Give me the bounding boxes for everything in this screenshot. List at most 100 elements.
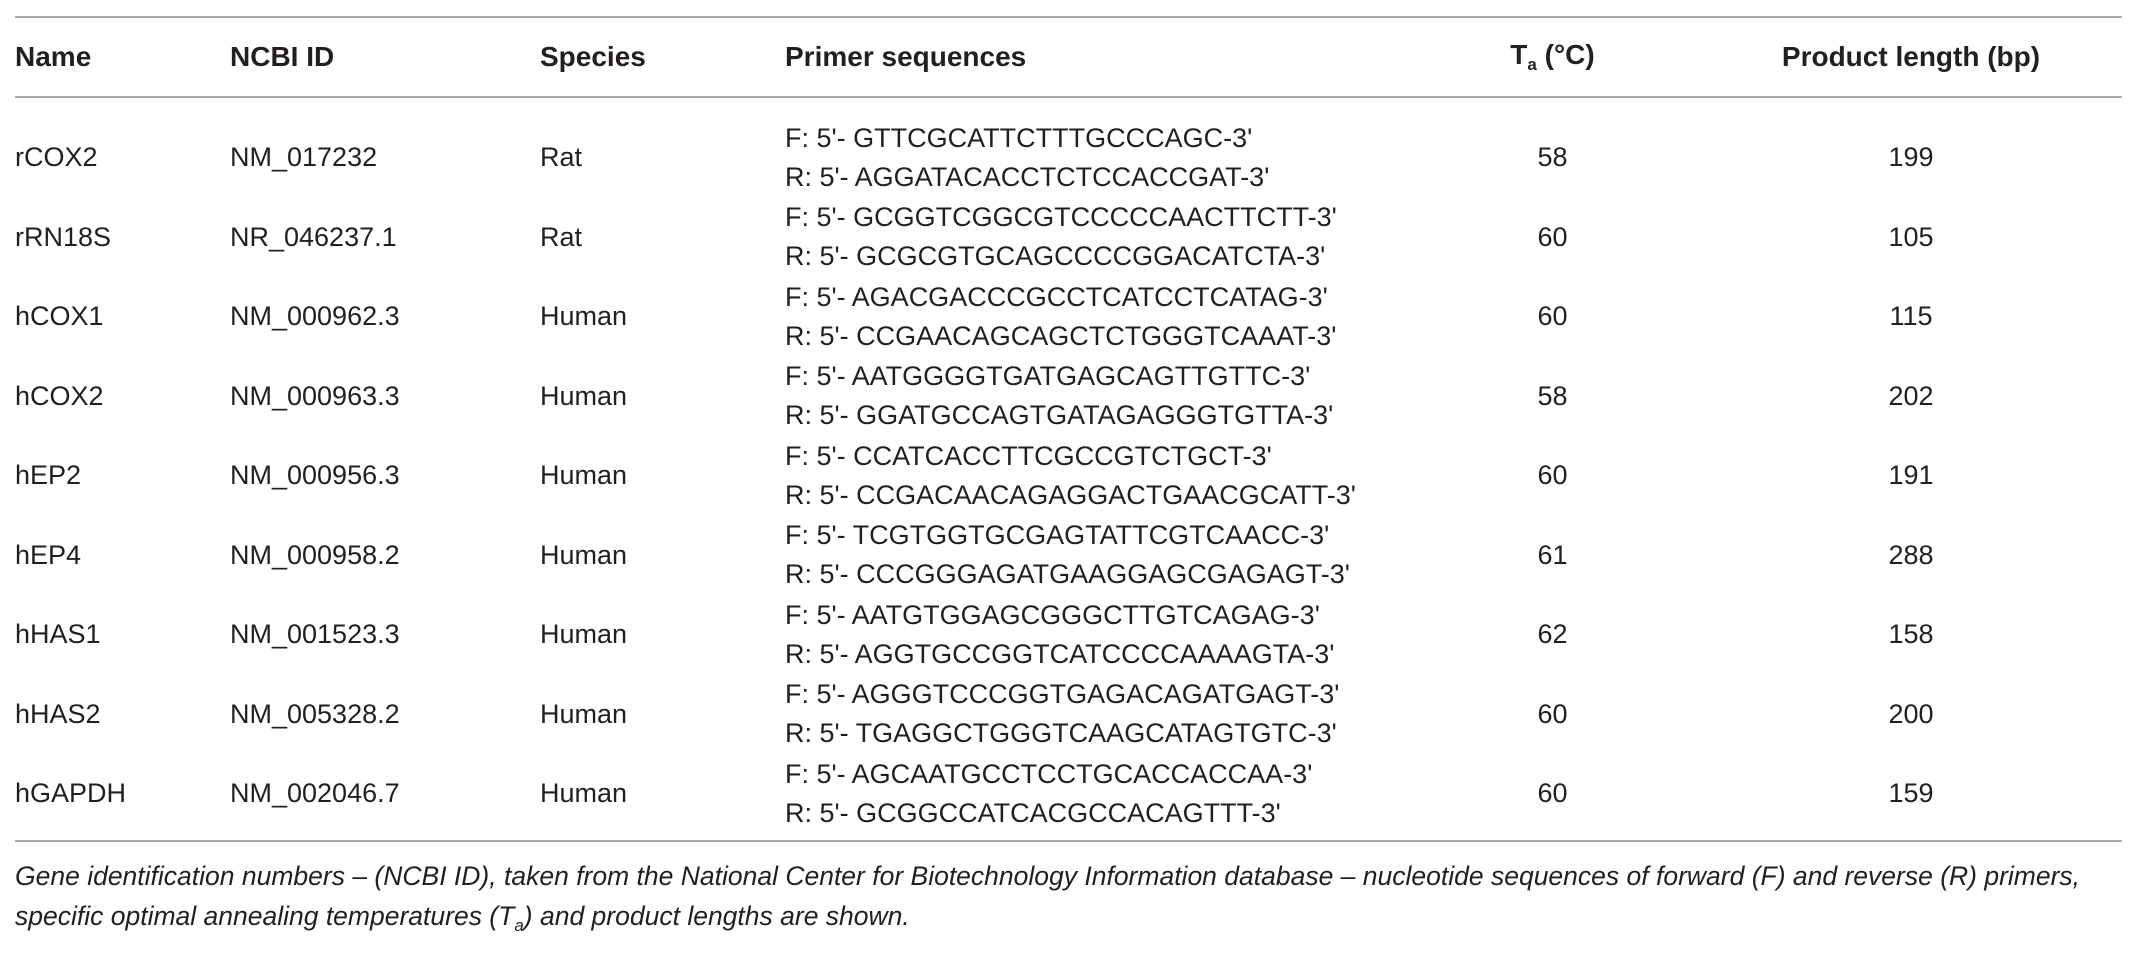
reverse-primer: R: 5'- GCGGCCATCACGCCACAGTTT-3' <box>785 797 1281 828</box>
cell-species: Human <box>540 460 628 491</box>
header-primer-sequences: Primer sequences <box>785 41 1027 72</box>
cell-annealing-temp: 60 <box>1537 301 1568 332</box>
header-name: Name <box>15 41 92 72</box>
table-header: Name NCBI ID Species Primer sequences Ta… <box>15 17 2122 97</box>
cell-name: hEP2 <box>15 460 82 491</box>
cell-product-length: 288 <box>1888 539 1934 570</box>
cell-name: rCOX2 <box>15 142 98 173</box>
forward-primer: F: 5'- AGGGTCCCGGTGAGACAGATGAGT-3' <box>785 679 1340 710</box>
cell-ncbi-id: NM_005328.2 <box>230 698 400 729</box>
cell-primers: F: 5'- AATGGGGTGATGAGCAGTTGTTC-3'R: 5'- … <box>785 357 1405 437</box>
cell-product-length: 200 <box>1888 698 1934 729</box>
reverse-primer: R: 5'- GCGCGTGCAGCCCCGGACATCTA-3' <box>785 241 1326 272</box>
footnote-line-1: Gene identification numbers – (NCBI ID),… <box>15 860 2081 891</box>
header-product-length: Product length (bp) <box>1781 41 2041 72</box>
cell-species: Rat <box>540 142 583 173</box>
table-row: hHAS1 NM_001523.3 Human F: 5'- AATGTGGAGCGG… <box>15 595 2122 675</box>
table-row: hCOX1 NM_000962.3 Human F: 5'- AGACGACCCGCC… <box>15 277 2122 357</box>
cell-primers: F: 5'- CCATCACCTTCGCCGTCTGCT-3' R: 5'- CC… <box>785 436 1405 516</box>
cell-annealing-temp: 61 <box>1537 539 1568 570</box>
header-row: Name NCBI ID Species Primer sequences Ta… <box>15 17 2122 97</box>
primer-table-container: Name NCBI ID Species Primer sequences Ta… <box>15 16 2122 946</box>
cell-annealing-temp: 58 <box>1537 380 1568 411</box>
header-ncbi-id: NCBI ID <box>230 41 335 72</box>
cell-species: Human <box>540 380 628 411</box>
cell-ncbi-id: NR_046237.1 <box>230 221 397 252</box>
cell-primers: F: 5'- AGACGACCCGCCTCATCCTCATAG-3' R: 5'-… <box>785 277 1405 357</box>
cell-species: Human <box>540 619 628 650</box>
cell-ncbi-id: NM_000963.3 <box>230 380 400 411</box>
cell-ncbi-id: NM_001523.3 <box>230 619 400 650</box>
cell-product-length: 199 <box>1888 142 1934 173</box>
cell-ncbi-id: NM_000958.2 <box>230 539 400 570</box>
header-ta-sub: a <box>1527 55 1537 74</box>
spacer-row <box>15 97 2122 118</box>
reverse-primer: R: 5'- CCGAACAGCAGCTCTGGGTCAAAT-3' <box>785 320 1337 351</box>
cell-primers: F: 5'- GCGGTCGGCGTCCCCCAACTTCTT-3' R: 5'-… <box>785 198 1405 278</box>
reverse-primer: R: 5'- CCCGGGAGATGAAGGAGCGAGAGT-3' <box>785 559 1350 590</box>
cell-annealing-temp: 60 <box>1537 460 1568 491</box>
cell-primers: F: 5'- GTTCGCATTCTTTGCCCAGC-3' R: 5'- AGG… <box>785 118 1405 198</box>
forward-primer: F: 5'- AGACGACCCGCCTCATCCTCATAG-3' <box>785 281 1328 312</box>
table-footnote: Gene identification numbers – (NCBI ID),… <box>15 856 2115 946</box>
cell-primers: F: 5'- TCGTGGTGCGAGTATTCGTCAACC-3'R: 5'-… <box>785 516 1405 596</box>
cell-product-length: 159 <box>1888 778 1934 809</box>
cell-name: hCOX1 <box>15 301 104 332</box>
cell-name: rRN18S <box>15 221 112 252</box>
cell-product-length: 158 <box>1888 619 1934 650</box>
footnote-line-2-post: ) and product lengths are shown. <box>523 900 910 931</box>
cell-annealing-temp: 60 <box>1537 221 1568 252</box>
cell-ncbi-id: NM_000962.3 <box>230 301 400 332</box>
reverse-primer: R: 5'- AGGTGCCGGTCATCCCCAAAAGTA-3' <box>785 638 1335 669</box>
cell-ncbi-id: NM_017232 <box>230 142 378 173</box>
forward-primer: F: 5'- GTTCGCATTCTTTGCCCAGC-3' <box>785 122 1253 153</box>
cell-product-length: 202 <box>1888 380 1934 411</box>
cell-species: Human <box>540 539 628 570</box>
forward-primer: F: 5'- AATGTGGAGCGGGCTTGTCAGAG-3' <box>785 599 1320 630</box>
cell-name: hHAS2 <box>15 698 101 729</box>
table-row: hEP4 NM_000958.2 Human F: 5'- TCGTGGTGCGAGT… <box>15 516 2122 596</box>
cell-name: hCOX2 <box>15 380 104 411</box>
reverse-primer: R: 5'- GGATGCCAGTGATAGAGGGTGTTA-3' <box>785 400 1334 431</box>
cell-name: hGAPDH <box>15 778 127 809</box>
forward-primer: F: 5'- GCGGTCGGCGTCCCCCAACTTCTT-3' <box>785 202 1337 233</box>
header-ta-unit: (°C) <box>1536 39 1595 70</box>
footnote-line-2-sub: a <box>514 915 524 935</box>
cell-ncbi-id: NM_000956.3 <box>230 460 400 491</box>
table-row: hGAPDH NM_002046.7 Human F: 5'- AGCAATGCCTC… <box>15 754 2122 840</box>
table-row: hEP2 NM_000956.3 Human F: 5'- CCATCACCTTCGC… <box>15 436 2122 516</box>
forward-primer: F: 5'- AGCAATGCCTCCTGCACCACCAA-3' <box>785 758 1313 789</box>
footnote-line-2-pre: specific optimal annealing temperatures … <box>15 900 515 931</box>
reverse-primer: R: 5'- TGAGGCTGGGTCAAGCATAGTGTC-3' <box>785 718 1337 749</box>
footnote-line-2: specific optimal annealing temperatures … <box>15 896 2115 946</box>
primer-table: Name NCBI ID Species Primer sequences Ta… <box>15 16 2122 840</box>
table-row: rRN18S NR_046237.1 Rat F: 5'- GCGGTCGGCGTCC… <box>15 198 2122 278</box>
forward-primer: F: 5'- CCATCACCTTCGCCGTCTGCT-3' <box>785 440 1272 471</box>
cell-ncbi-id: NM_002046.7 <box>230 778 400 809</box>
reverse-primer: R: 5'- CCGACAACAGAGGACTGAACGCATT-3' <box>785 479 1356 510</box>
cell-name: hHAS1 <box>15 619 101 650</box>
cell-species: Human <box>540 778 628 809</box>
reverse-primer: R: 5'- AGGATACACCTCTCCACCGAT-3' <box>785 161 1270 192</box>
cell-product-length: 191 <box>1888 460 1934 491</box>
cell-name: hEP4 <box>15 539 82 570</box>
cell-primers: F: 5'- AGCAATGCCTCCTGCACCACCAA-3' R: 5'- … <box>785 754 1405 840</box>
spacer-cell <box>15 97 2122 118</box>
header-ta-main: T <box>1510 39 1528 70</box>
cell-primers: F: 5'- AGGGTCCCGGTGAGACAGATGAGT-3' R: 5'-… <box>785 675 1405 755</box>
table-row: rCOX2 NM_017232 Rat F: 5'- GTTCGCATTCTTTGCC… <box>15 118 2122 198</box>
cell-annealing-temp: 60 <box>1537 698 1568 729</box>
cell-species: Human <box>540 301 628 332</box>
cell-species: Rat <box>540 221 583 252</box>
header-species: Species <box>540 41 646 72</box>
cell-species: Human <box>540 698 628 729</box>
cell-product-length: 115 <box>1889 301 1933 332</box>
cell-annealing-temp: 60 <box>1537 778 1568 809</box>
cell-product-length: 105 <box>1888 221 1934 252</box>
cell-primers: F: 5'- AATGTGGAGCGGGCTTGTCAGAG-3' R: 5'- … <box>785 595 1405 675</box>
table-bottom-rule <box>15 839 2122 842</box>
cell-annealing-temp: 62 <box>1537 619 1568 650</box>
header-annealing-temp: Ta (°C) <box>1405 17 1700 97</box>
table-row: hCOX2 NM_000963.3 Human F: 5'- AATGGGGTGATG… <box>15 357 2122 437</box>
